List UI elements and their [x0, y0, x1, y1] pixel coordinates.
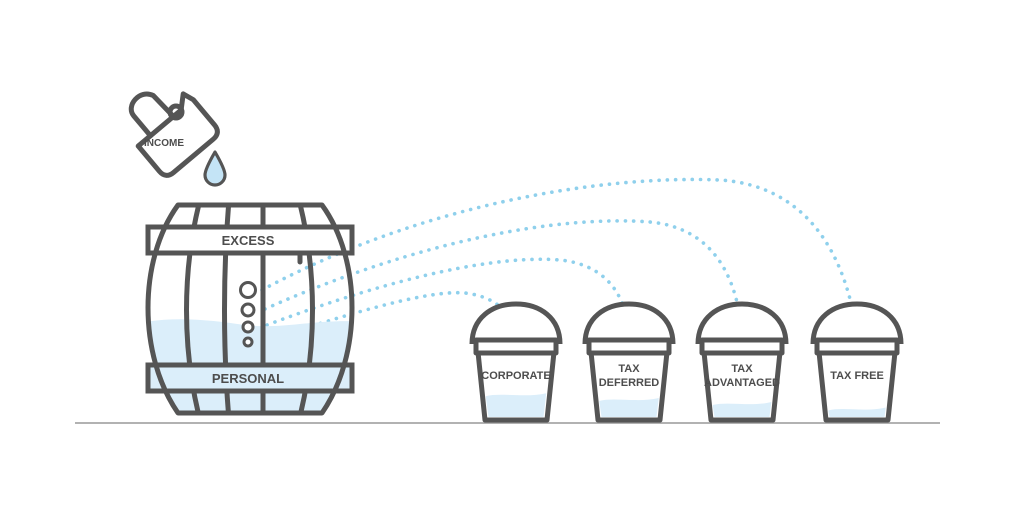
bucket-label-line2: ADVANTAGED: [704, 377, 780, 389]
bucket-lid: [469, 301, 563, 345]
barrel-spout: [297, 250, 325, 265]
water-drop-icon: [203, 150, 227, 187]
bucket-3: TAX FREE: [810, 301, 904, 423]
barrel-bottom-hoop: [145, 362, 355, 394]
bucket-label-line1: TAX: [618, 363, 640, 375]
flow-line-tax-free: [260, 177, 859, 337]
bucket-2: TAX ADVANTAGED: [695, 301, 789, 423]
barrel-outline: [145, 202, 355, 416]
buckets: CORPORATE TAX DEFERRED TAX ADVANTAGED TAX FRE…: [469, 301, 904, 423]
bucket-label-line1: CORPORATE: [481, 370, 550, 382]
bucket-label-line1: TAX FREE: [830, 370, 884, 382]
flow-line-tax-advantaged: [263, 219, 744, 337]
flow-line-tax-deferred: [265, 257, 631, 337]
bucket-1: TAX DEFERRED: [582, 301, 676, 423]
barrel-top-hoop: [145, 224, 355, 256]
bucket-rim: [586, 337, 672, 356]
bucket-rim: [699, 337, 785, 356]
bucket-water: [599, 397, 659, 417]
bucket-water: [712, 402, 772, 417]
bucket-water: [485, 393, 547, 417]
bucket-lid: [810, 301, 904, 345]
barrel-bubbles: [239, 281, 257, 348]
bucket-rim: [814, 337, 900, 356]
bucket-lid: [582, 301, 676, 345]
bucket-0: CORPORATE: [469, 301, 563, 423]
barrel-bottom-label: PERSONAL: [212, 371, 284, 386]
measuring-pitcher-icon: INCOME: [128, 91, 220, 178]
bucket-lid: [695, 301, 789, 345]
bucket-label-line2: DEFERRED: [599, 377, 660, 389]
flow-line-corporate: [263, 290, 518, 343]
bucket-rim: [473, 337, 559, 356]
barrel-top-label: EXCESS: [222, 233, 275, 248]
pitcher-label: INCOME: [144, 138, 184, 149]
bucket-water: [828, 407, 886, 417]
bucket-label-line1: TAX: [731, 363, 753, 375]
flow-lines: [260, 177, 859, 343]
barrel-icon: EXCESS PERSONAL: [145, 202, 355, 416]
